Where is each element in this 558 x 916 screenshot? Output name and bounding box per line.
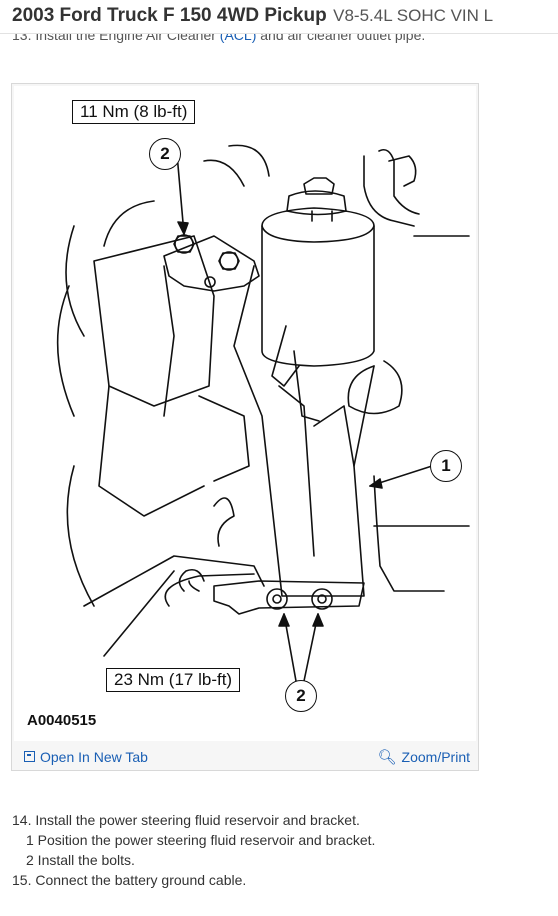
step-15: 15. Connect the battery ground cable. (12, 872, 247, 888)
diagram-figure: 11 Nm (8 lb-ft) 2 1 23 Nm (17 lb-ft) 2 A… (11, 83, 479, 771)
engine-subtitle: V8-5.4L SOHC VIN L (333, 6, 494, 25)
reservoir-bracket-drawing (56, 144, 470, 682)
zoom-print-link[interactable]: 🔍︎ Zoom/Print (377, 748, 470, 766)
open-new-tab-label: Open In New Tab (40, 748, 148, 765)
substep-2: 2 Install the bolts. (26, 852, 135, 868)
torque-spec-bottom: 23 Nm (17 lb-ft) (106, 668, 241, 692)
callout-bolt-top: 2 (149, 138, 181, 170)
figure-toolbar: Open In New Tab 🔍︎ Zoom/Print (12, 743, 478, 770)
diagram-canvas: 11 Nm (8 lb-ft) 2 1 23 Nm (17 lb-ft) 2 A… (14, 86, 476, 741)
procedure-steps: 14. Install the power steering fluid res… (12, 810, 375, 890)
external-link-icon (24, 751, 35, 762)
torque-spec-top: 11 Nm (8 lb-ft) (72, 100, 196, 124)
zoom-print-label: Zoom/Print (401, 748, 470, 765)
substep-1: 1 Position the power steering fluid rese… (26, 832, 376, 848)
figure-id: A0040515 (27, 712, 97, 729)
callout-bolt-bottom: 2 (285, 680, 317, 712)
open-new-tab-link[interactable]: Open In New Tab (24, 749, 148, 765)
step-14: 14. Install the power steering fluid res… (12, 812, 360, 828)
page-header: 2003 Ford Truck F 150 4WD Pickup V8-5.4L… (0, 0, 558, 34)
magnifier-icon: 🔍︎ (377, 748, 397, 766)
vehicle-title: 2003 Ford Truck F 150 4WD Pickup (12, 5, 327, 26)
callout-reservoir: 1 (430, 450, 462, 482)
